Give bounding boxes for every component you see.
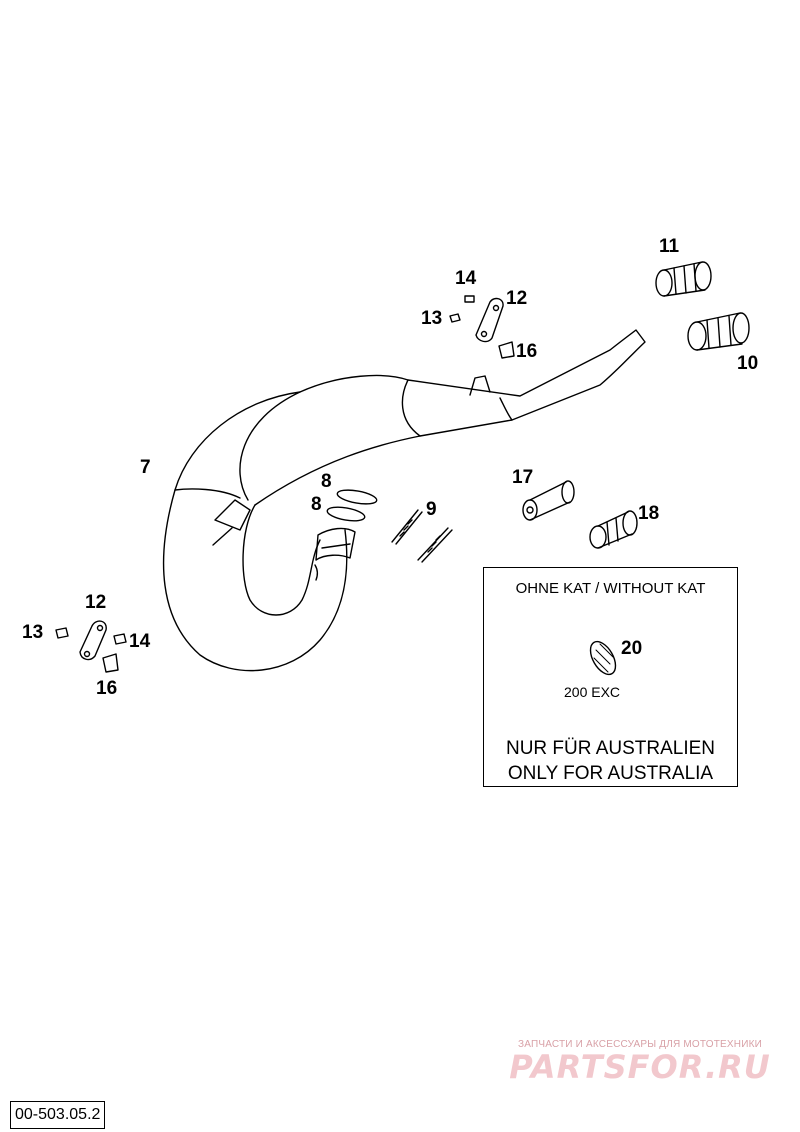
callout-9: 9 xyxy=(426,499,437,520)
diagram-code: 00-503.05.2 xyxy=(10,1101,106,1129)
callout-8-lower: 8 xyxy=(311,494,322,515)
kat-box-note: NUR FÜR AUSTRALIEN ONLY FOR AUSTRALIA xyxy=(484,736,737,786)
callout-10: 10 xyxy=(737,353,759,374)
watermark-tagline: ЗАПЧАСТИ И АКСЕССУАРЫ ДЛЯ МОТОТЕХНИКИ xyxy=(517,1039,763,1050)
callout-8-upper: 8 xyxy=(321,471,332,492)
callout-13-upper: 13 xyxy=(421,308,443,329)
o-rings-part-8 xyxy=(326,489,378,522)
expansion-chamber-part-7 xyxy=(162,329,646,672)
watermark-logo: PARTSFOR.RU xyxy=(509,1048,771,1086)
callout-7: 7 xyxy=(140,457,151,478)
callout-17: 17 xyxy=(512,467,534,488)
without-kat-box: OHNE KAT / WITHOUT KAT 20 200 EXC NUR FÜ… xyxy=(483,567,738,787)
kat-note-de: NUR FÜR AUSTRALIEN xyxy=(505,738,716,759)
filter-insert-part-20 xyxy=(589,640,617,676)
bracket-group-lower xyxy=(55,620,127,673)
callout-14-lower: 14 xyxy=(129,631,151,652)
callout-16-upper: 16 xyxy=(516,341,538,362)
watermark: ЗАПЧАСТИ И АКСЕССУАРЫ ДЛЯ МОТОТЕХНИКИ PA… xyxy=(490,1039,790,1086)
callout-16-lower: 16 xyxy=(96,678,118,699)
kat-note-en: ONLY FOR AUSTRALIA xyxy=(507,763,714,784)
sleeve-part-18 xyxy=(589,510,638,549)
callout-12-upper: 12 xyxy=(506,288,528,309)
callout-11: 11 xyxy=(659,236,680,257)
sleeve-part-10 xyxy=(687,312,750,351)
callout-14-upper: 14 xyxy=(455,268,477,289)
sleeve-part-11 xyxy=(655,261,712,297)
sleeve-part-17 xyxy=(522,480,575,521)
callout-20: 20 xyxy=(621,638,643,659)
callout-18: 18 xyxy=(638,503,660,524)
callout-13-lower: 13 xyxy=(22,622,44,643)
kat-box-title: OHNE KAT / WITHOUT KAT xyxy=(515,580,706,597)
bracket-group-upper xyxy=(449,295,515,359)
springs-part-9 xyxy=(391,509,453,563)
kat-box-model: 200 EXC xyxy=(564,684,621,700)
callout-12-lower: 12 xyxy=(85,592,107,613)
